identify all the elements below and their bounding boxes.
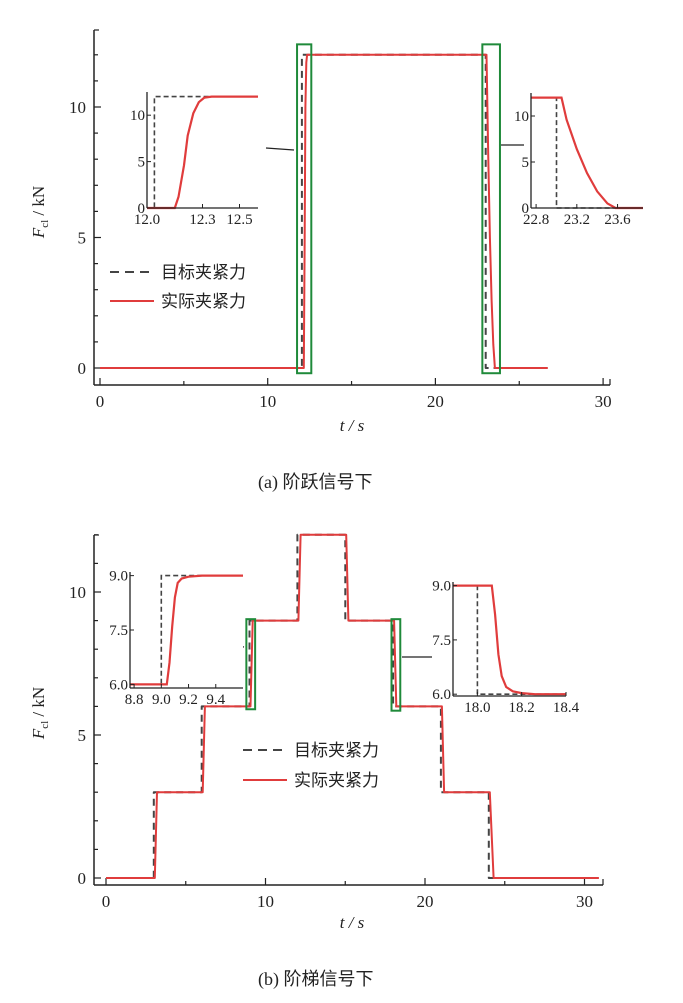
x-tick-label: 10: [257, 892, 274, 911]
zoom-highlight-box: [245, 618, 257, 711]
inset-x-tick-label: 12.5: [226, 212, 252, 228]
inset-y-tick-label: 5: [522, 155, 530, 171]
inset-series-actual: [531, 96, 643, 210]
chart-b-plot-area: 8.8 9.0 9.2 9.4 6.0 7.5 9.0 18.0 18.2 18.4 6.0 7.5 9…: [106, 533, 599, 879]
chart-a-plot-area: 12.0 12.3 12.5 0 5 10 22.8 23.2 23.6 0 5 10: [100, 43, 643, 375]
inset-leader-line: [265, 147, 295, 151]
x-tick-label: 30: [576, 892, 593, 911]
inset-x-tick-label: 9.2: [179, 692, 198, 708]
inset-series-actual: [147, 95, 258, 210]
legend-label-actual: 实际夹紧力: [161, 292, 246, 312]
inset-x-tick-label: 18.4: [553, 700, 580, 716]
zoom-highlight-box: [390, 618, 402, 712]
inset-background: [531, 93, 643, 208]
inset-upper-left: 12.0 12.3 12.5 0 5 10: [130, 92, 258, 228]
chart-b-ylabel-unit: / kN: [29, 687, 48, 721]
x-tick-label: 20: [427, 392, 444, 411]
y-tick-label: 5: [78, 229, 87, 248]
inset-background: [130, 572, 243, 688]
chart-a-step-signal: 0 10 20 30 0 5 10 12.0 12.3 12.5 0 5 10 22.8 23.2 23.6…: [29, 29, 643, 493]
inset-y-tick-label: 9.0: [432, 579, 451, 595]
chart-a-axes: 0 10 20 30 0 5 10: [69, 29, 612, 411]
chart-b-caption: (b) 阶梯信号下: [258, 969, 374, 990]
inset-x-tick-label: 22.8: [523, 212, 549, 228]
x-tick-label: 20: [417, 892, 434, 911]
x-tick-label: 10: [259, 392, 276, 411]
chart-b-legend: 目标夹紧力 实际夹紧力: [243, 741, 379, 791]
x-tick-label: 0: [102, 892, 111, 911]
inset-x-tick-label: 9.4: [206, 692, 225, 708]
inset-upper-left: 8.8 9.0 9.2 9.4 6.0 7.5 9.0: [109, 569, 243, 708]
y-tick-label: 10: [69, 98, 86, 117]
inset-x-tick-label: 9.0: [152, 692, 171, 708]
chart-b-ylabel: Fcl / kN: [29, 687, 51, 740]
legend-label-actual: 实际夹紧力: [294, 771, 379, 791]
inset-upper-right: 22.8 23.2 23.6 0 5 10: [514, 93, 643, 228]
chart-a-ylabel-main: F: [29, 227, 48, 239]
chart-b-ylabel-sub: cl: [39, 721, 51, 729]
inset-y-tick-label: 7.5: [109, 623, 128, 639]
inset-x-tick-label: 23.2: [564, 212, 590, 228]
series-actual-clamping-force: [100, 53, 548, 369]
legend-label-target: 目标夹紧力: [294, 741, 379, 761]
inset-x-tick-label: 23.6: [604, 212, 631, 228]
inset-x-tick-label: 8.8: [125, 692, 144, 708]
inset-x-tick-label: 18.2: [509, 700, 535, 716]
x-tick-label: 0: [96, 392, 105, 411]
chart-a-legend: 目标夹紧力 实际夹紧力: [110, 263, 246, 312]
chart-a-caption: (a) 阶跃信号下: [258, 472, 372, 493]
inset-upper-right: 18.0 18.2 18.4 6.0 7.5 9.0: [432, 579, 579, 716]
zoom-highlight-box: [296, 43, 313, 375]
inset-y-tick-label: 10: [514, 109, 529, 125]
inset-y-tick-label: 5: [138, 155, 146, 171]
zoom-highlight-box: [481, 43, 501, 375]
inset-background: [453, 582, 566, 696]
inset-series-actual: [130, 574, 243, 686]
chart-b-ylabel-main: F: [29, 728, 48, 740]
inset-y-tick-label: 9.0: [109, 569, 128, 585]
chart-a-ylabel-unit: / kN: [29, 186, 48, 220]
inset-series-actual: [453, 584, 566, 696]
inset-x-tick-label: 18.0: [464, 700, 490, 716]
chart-a-ylabel: Fcl / kN: [29, 186, 51, 239]
chart-a-ylabel-sub: cl: [39, 220, 51, 228]
inset-y-tick-label: 7.5: [432, 633, 451, 649]
inset-y-tick-label: 6.0: [432, 687, 451, 703]
series-actual-clamping-force: [106, 533, 599, 879]
chart-b-axes: 0 10 20 30 0 5 10: [69, 534, 604, 911]
chart-b-xlabel: t / s: [340, 913, 365, 932]
y-tick-label: 5: [78, 726, 87, 745]
y-tick-label: 0: [78, 869, 87, 888]
inset-y-tick-label: 0: [522, 201, 530, 217]
chart-a-xlabel: t / s: [340, 416, 365, 435]
inset-background: [147, 92, 258, 208]
legend-label-target: 目标夹紧力: [161, 263, 246, 283]
inset-y-tick-label: 6.0: [109, 677, 128, 693]
inset-x-tick-label: 12.0: [134, 212, 160, 228]
y-tick-label: 0: [78, 359, 87, 378]
inset-y-tick-label: 10: [130, 108, 145, 124]
inset-x-tick-label: 12.3: [189, 212, 215, 228]
inset-y-tick-label: 0: [138, 201, 146, 217]
y-tick-label: 10: [69, 583, 86, 602]
x-tick-label: 30: [595, 392, 612, 411]
